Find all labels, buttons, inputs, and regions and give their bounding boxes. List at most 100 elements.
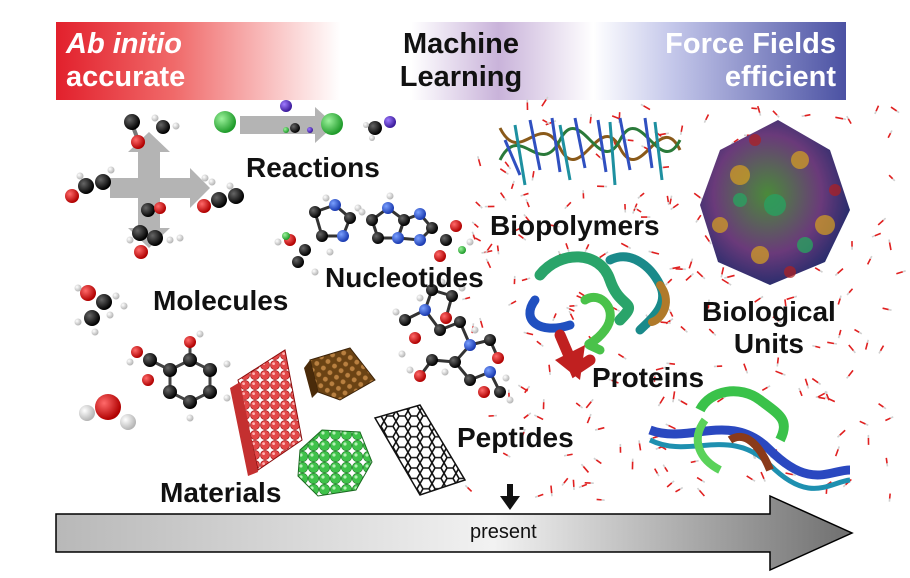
water-stick (595, 459, 602, 465)
water-stick (875, 105, 880, 112)
water-stick (581, 483, 588, 488)
brown-graphite-crystal-icon (304, 347, 376, 401)
water-hydrogen-stick (508, 303, 512, 306)
water-stick (477, 158, 482, 167)
water-hydrogen-stick (778, 320, 782, 324)
water-stick (784, 299, 787, 307)
water-stick (627, 139, 634, 142)
accuracy-efficiency-banner: Ab initio accurate Machine Learning Forc… (56, 22, 846, 100)
water-hydrogen-stick (568, 310, 572, 315)
water-stick (575, 402, 581, 407)
water-stick (746, 475, 753, 481)
water-hydrogen-stick (679, 486, 684, 490)
water-hydrogen-stick (871, 235, 876, 238)
water-stick (668, 424, 676, 430)
biopolymers-label: Biopolymers (490, 210, 660, 241)
water-stick (526, 332, 534, 336)
water-stick (888, 242, 892, 251)
water-hydrogen-stick (846, 115, 849, 120)
water-stick (837, 298, 841, 305)
water-stick (785, 472, 794, 476)
water-hydrogen-stick (824, 391, 828, 394)
water-hydrogen-stick (564, 205, 568, 210)
water-stick (499, 168, 507, 174)
water-hydrogen-stick (557, 250, 561, 255)
water-stick (882, 307, 889, 311)
water-stick (721, 267, 725, 275)
water-stick (775, 370, 783, 375)
water-hydrogen-stick (896, 110, 900, 114)
water-hydrogen-stick (890, 416, 894, 419)
water-hydrogen-stick (462, 297, 466, 301)
water-hydrogen-stick (806, 385, 810, 389)
water-stick (563, 477, 569, 484)
water-stick (772, 110, 778, 116)
water-stick (847, 118, 852, 125)
water-stick (685, 274, 692, 281)
nucleotide-right-icon (358, 192, 474, 262)
water-hydrogen-stick (584, 248, 588, 253)
water-hydrogen-stick (837, 335, 841, 339)
water-stick (672, 391, 676, 400)
water-hydrogen-stick (842, 484, 847, 488)
water-stick (486, 261, 492, 269)
water-hydrogen-stick (684, 329, 688, 333)
water-hydrogen-stick (641, 144, 645, 148)
water-stick (836, 268, 844, 275)
water-hydrogen-stick (485, 258, 489, 262)
water-hydrogen-stick (708, 241, 712, 245)
water-hydrogen-stick (889, 130, 893, 134)
water-stick (835, 116, 844, 120)
water-hydrogen-stick (479, 205, 483, 209)
reaction-molecules-icon (65, 100, 396, 259)
water-hydrogen-stick (485, 250, 489, 254)
water-hydrogen-stick (464, 484, 469, 489)
water-hydrogen-stick (728, 282, 732, 286)
water-stick (688, 261, 693, 269)
water-stick (672, 203, 679, 209)
water-hydrogen-stick (696, 487, 701, 491)
water-hydrogen-stick (713, 332, 717, 337)
water-stick (666, 195, 670, 203)
water-stick (655, 367, 664, 371)
water-hydrogen-stick (648, 250, 652, 253)
peptide-atoms (392, 278, 514, 404)
water-stick (466, 486, 473, 493)
water-hydrogen-stick (520, 194, 524, 197)
water-hydrogen-stick (540, 343, 544, 347)
efficient-text: efficient (724, 61, 836, 93)
water-hydrogen-stick (545, 96, 549, 100)
water-stick (680, 325, 686, 331)
water-molecule-icon (79, 394, 136, 430)
water-hydrogen-stick (792, 473, 796, 477)
water-stick (733, 138, 739, 143)
water-hydrogen-stick (670, 318, 674, 322)
water-stick (542, 119, 548, 123)
water-stick (814, 267, 821, 272)
water-stick (696, 476, 703, 482)
water-hydrogen-stick (589, 413, 592, 418)
water-hydrogen-stick (605, 251, 609, 255)
water-hydrogen-stick (479, 317, 482, 322)
water-stick (854, 328, 860, 334)
water-stick (721, 278, 730, 285)
force-fields-text: Force Fields (665, 28, 836, 60)
timeline-arrow (55, 494, 854, 572)
water-stick (520, 431, 525, 440)
water-hydrogen-stick (580, 463, 584, 467)
water-stick (523, 414, 529, 419)
water-hydrogen-stick (523, 428, 526, 433)
water-hydrogen-stick (819, 269, 823, 273)
water-stick (878, 403, 884, 408)
water-hydrogen-stick (845, 375, 850, 379)
proteins-label: Proteins (592, 362, 705, 393)
water-hydrogen-stick (839, 295, 842, 299)
water-hydrogen-stick (534, 414, 538, 418)
water-stick (815, 345, 821, 349)
water-hydrogen-stick (869, 255, 873, 260)
force-fields-heading: Force Fields efficient (665, 28, 836, 94)
water-hydrogen-stick (798, 387, 801, 392)
water-stick (696, 270, 704, 278)
water-stick (595, 153, 601, 159)
water-stick (504, 161, 510, 168)
